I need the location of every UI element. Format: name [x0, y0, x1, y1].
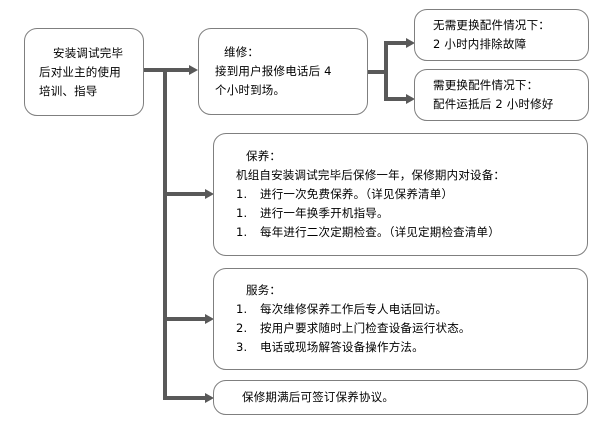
- maintenance-title: 保养：: [246, 149, 282, 163]
- trunk-to-service-arrowhead: [205, 313, 214, 324]
- install-line-3: 培训、指导: [39, 83, 98, 98]
- repair-node-body: 维修： 接到用户报修电话后 4 个小时到场。: [199, 29, 367, 114]
- service-item-3-number: 3.: [236, 340, 248, 354]
- install-training-node[interactable]: 安装调试完毕 后对业主的使用 培训、指导: [24, 28, 144, 116]
- install-to-repair-line: [144, 68, 194, 72]
- service-list-item: 1. 每次维修保养工作后专人电话回访。: [236, 300, 577, 319]
- install-line-1: 安装调试完毕: [53, 45, 124, 60]
- repair-to-with-parts-line: [384, 97, 411, 101]
- maintenance-intro: 机组自安装调试完毕后保修一年，保修期内对设备：: [236, 168, 506, 182]
- maintenance-list-item: 1. 每年进行二次定期检查。（详见定期检查清单）: [236, 223, 577, 242]
- maintenance-node[interactable]: 保养： 机组自安装调试完毕后保修一年，保修期内对设备： 1. 进行一次免费保养。…: [213, 133, 588, 256]
- trunk-to-agreement-line: [163, 396, 209, 400]
- install-to-repair-arrowhead: [189, 64, 198, 75]
- service-title: 服务：: [246, 283, 282, 297]
- trunk-to-maintain-line: [163, 192, 209, 196]
- repair-to-no-parts-arrowhead: [406, 37, 415, 48]
- repair-branch-stub-line: [368, 70, 388, 74]
- repair-to-with-parts-arrowhead: [406, 93, 415, 104]
- service-node[interactable]: 服务： 1. 每次维修保养工作后专人电话回访。 2. 按用户要求随时上门检查设备…: [213, 268, 588, 370]
- no-parts-line-2: 2 小时内排除故障: [433, 37, 527, 51]
- maintenance-node-body: 保养： 机组自安装调试完毕后保修一年，保修期内对设备： 1. 进行一次免费保养。…: [214, 134, 587, 255]
- service-item-1-number: 1.: [236, 302, 248, 316]
- no-parts-node-body: 无需更换配件情况下： 2 小时内排除故障: [415, 10, 588, 60]
- with-parts-line-2: 配件运抵后 2 小时修好: [433, 97, 554, 111]
- trunk-to-service-line: [163, 317, 209, 321]
- trunk-to-maintain-arrowhead: [205, 188, 214, 199]
- repair-line-1: 接到用户报修电话后 4: [215, 64, 332, 78]
- agreement-node-body: 保修期满后可签订保养协议。: [214, 381, 587, 414]
- repair-title: 维修：: [224, 45, 260, 59]
- service-node-body: 服务： 1. 每次维修保养工作后专人电话回访。 2. 按用户要求随时上门检查设备…: [214, 269, 587, 369]
- repair-node[interactable]: 维修： 接到用户报修电话后 4 个小时到场。: [198, 28, 368, 115]
- service-item-3-text: 电话或现场解答设备操作方法。: [260, 340, 424, 354]
- repair-branch-vertical-line: [384, 41, 388, 101]
- maintenance-list-item: 1. 进行一年换季开机指导。: [236, 204, 577, 223]
- with-parts-node-body: 需更换配件情况下： 配件运抵后 2 小时修好: [415, 70, 588, 120]
- maintenance-list-item: 1. 进行一次免费保养。（详见保养清单）: [236, 185, 577, 204]
- maintenance-agreement-node[interactable]: 保修期满后可签订保养协议。: [213, 380, 588, 415]
- no-parts-line-1: 无需更换配件情况下：: [433, 18, 550, 32]
- maintenance-item-3-number: 1.: [236, 225, 248, 239]
- service-item-2-number: 2.: [236, 321, 248, 335]
- no-parts-replacement-node[interactable]: 无需更换配件情况下： 2 小时内排除故障: [414, 9, 589, 61]
- trunk-to-agreement-arrowhead: [205, 392, 214, 403]
- maintenance-item-1-text: 进行一次免费保养。（详见保养清单）: [260, 187, 454, 201]
- install-training-node-body: 安装调试完毕 后对业主的使用 培训、指导: [25, 29, 143, 115]
- with-parts-line-1: 需更换配件情况下：: [433, 78, 539, 92]
- service-list-item: 3. 电话或现场解答设备操作方法。: [236, 338, 577, 357]
- agreement-line-1: 保修期满后可签订保养协议。: [242, 390, 395, 404]
- parts-replacement-node[interactable]: 需更换配件情况下： 配件运抵后 2 小时修好: [414, 69, 589, 121]
- maintenance-item-2-number: 1.: [236, 206, 248, 220]
- maintenance-item-1-number: 1.: [236, 187, 248, 201]
- repair-line-2: 个小时到场。: [215, 83, 286, 97]
- trunk-vertical-line: [163, 68, 167, 400]
- repair-to-no-parts-line: [384, 41, 411, 45]
- install-line-2: 后对业主的使用: [39, 64, 121, 79]
- maintenance-item-3-text: 每年进行二次定期检查。（详见定期检查清单）: [260, 225, 500, 239]
- maintenance-item-2-text: 进行一年换季开机指导。: [260, 206, 389, 220]
- service-item-1-text: 每次维修保养工作后专人电话回访。: [260, 302, 448, 316]
- service-item-2-text: 按用户要求随时上门检查设备运行状态。: [260, 321, 471, 335]
- service-list-item: 2. 按用户要求随时上门检查设备运行状态。: [236, 319, 577, 338]
